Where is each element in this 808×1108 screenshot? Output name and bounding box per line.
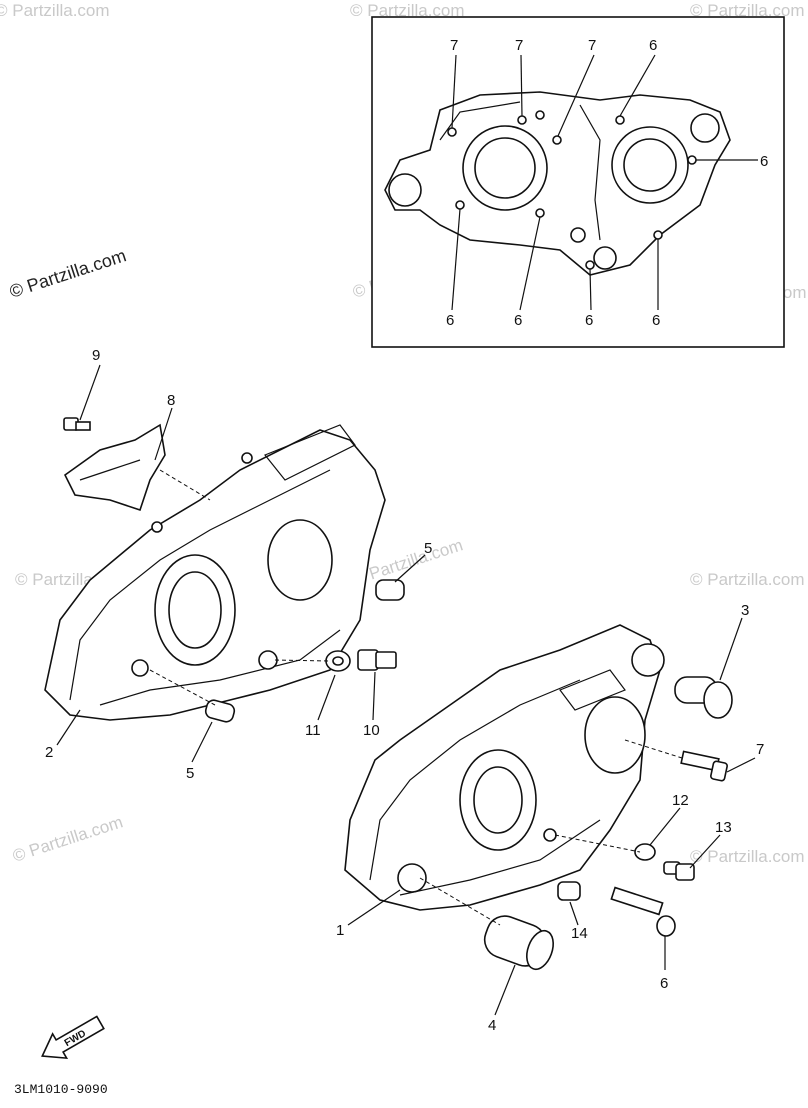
bolt-9 [63,417,91,431]
callout-5: 5 [424,540,432,557]
inset-label: 6 [649,37,657,54]
callout-7: 7 [756,741,764,758]
callout-4: 4 [488,1017,496,1034]
inset-bolt-holes [447,110,697,270]
callout-3: 3 [741,602,749,619]
callout-6: 6 [660,975,668,992]
watermark: © Partzilla.com [7,245,129,302]
plug-14 [557,881,581,901]
bearing-4 [483,915,554,971]
callout-1: 1 [336,922,344,939]
callout-12: 12 [672,792,689,809]
inset-label: 6 [760,153,768,170]
dowel-5b [204,699,236,723]
fwd-arrow: FWD [41,1015,105,1060]
inset-label: 6 [585,312,593,329]
washer-12 [634,843,656,861]
crankcase-left [44,424,386,721]
callout-10: 10 [363,722,380,739]
dowel-3 [674,676,733,719]
fwd-label: FWD [63,1028,88,1049]
callout-2: 2 [45,744,53,761]
bolt-6 [610,886,676,937]
bolt-7 [624,739,728,782]
inset-label: 7 [450,37,458,54]
dowel-5a [375,579,405,601]
inset-view: 7 7 7 6 6 6 6 6 6 [371,16,785,348]
bracket-8 [63,423,211,512]
callout-8: 8 [167,392,175,409]
callout-13: 13 [715,819,732,836]
callout-9: 9 [92,347,100,364]
plug-10 [357,649,397,671]
crankcase-right [344,624,665,911]
callout-11: 11 [305,722,321,739]
svg-text:© Partzilla.com: © Partzilla.com [690,847,805,866]
diagram-code: 3LM1010-9090 [14,1082,108,1097]
inset-label: 7 [515,37,523,54]
inset-label: 7 [588,37,596,54]
svg-text:© Partzilla.com: © Partzilla.com [10,812,125,865]
watermark: © Partzilla.com [0,1,110,20]
callouts: 9 8 5 2 5 11 10 3 7 12 13 1 14 6 4 [45,347,764,1034]
watermark: © Partzilla.com [690,570,805,589]
inset-leaders [451,54,758,311]
callout-14: 14 [571,925,588,942]
inset-label: 6 [446,312,454,329]
watermark: © Partzilla.com [350,1,465,20]
bolt-13 [663,861,695,881]
callout-5: 5 [186,765,194,782]
inset-label: 6 [652,312,660,329]
watermark: © Partzilla.com [690,1,805,20]
callout-leaders [56,364,756,1016]
inset-label: 6 [514,312,522,329]
